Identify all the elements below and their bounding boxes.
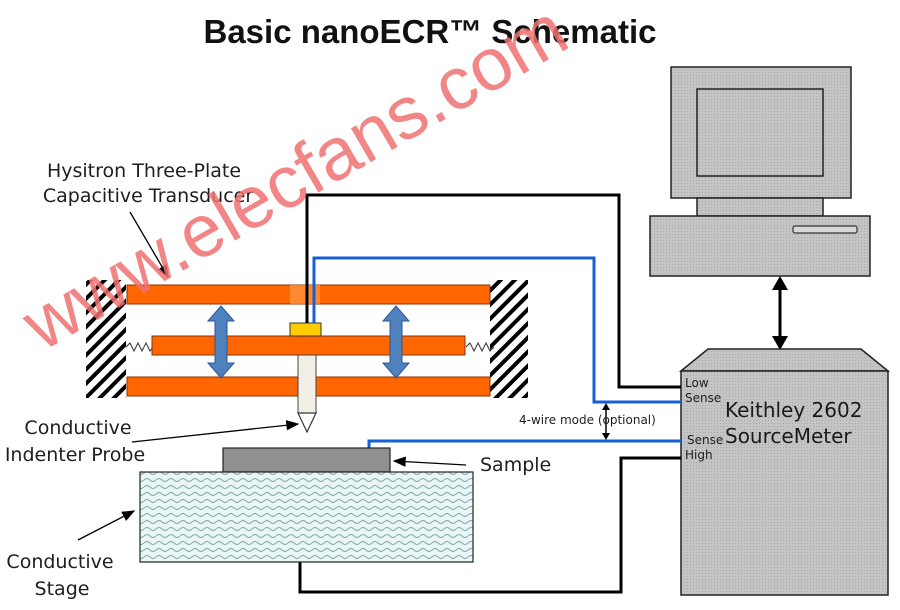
terminal-sense-bottom-label: Sense [687,433,723,447]
probe-shaft [297,354,317,414]
sample-label: Sample [480,454,551,476]
center-plate [151,335,466,356]
sourcemeter-name-line2: SourceMeter [725,424,852,448]
force-high-wire [298,456,681,594]
terminal-low-label: Low [685,376,709,390]
four-wire-arrow [602,403,610,440]
terminal-high-label: High [685,448,713,462]
plate-displacement-arrow-right [381,305,411,379]
right-mount-wall [490,280,528,398]
monitor-stand [696,197,824,217]
left-mount-wall [86,280,126,398]
transducer-label-line2: Capacitive Transducer [43,185,253,207]
diagram-title: Basic nanoECR™ Schematic [204,13,657,50]
transducer-label-line1: Hysitron Three-Plate [47,160,241,182]
left-spring [125,341,154,353]
monitor-screen [696,88,824,177]
computer-case [649,215,871,277]
stage-label-line2: Stage [35,578,90,600]
probe-label-line2: Indenter Probe [5,444,145,466]
electrode-pad [289,322,322,337]
four-wire-mode-label: 4-wire mode (optional) [519,413,656,427]
sense-low-wire [312,256,681,404]
stage-pointer [77,510,136,541]
probe-pointer [131,420,300,443]
stage-label-line1: Conductive [6,551,113,573]
sourcemeter-name-line1: Keithley 2602 [725,398,862,422]
probe-label-line1: Conductive [24,417,131,439]
disk-drive-slot [792,225,858,234]
force-low-wire [305,193,681,389]
terminal-sense-top-label: Sense [685,391,721,405]
data-link-arrow [772,276,788,350]
transducer-pointer [129,211,169,279]
keithley-sourcemeter: Low Sense Keithley 2602 SourceMeter Sens… [678,348,891,596]
sample [222,447,391,473]
computer-icon [649,66,871,277]
sense-high-wire [367,439,681,450]
sample-pointer [392,456,467,467]
right-spring [465,341,495,353]
indenter-tip [297,412,317,434]
plate-displacement-arrow-left [206,305,236,379]
conductive-stage [139,471,474,563]
